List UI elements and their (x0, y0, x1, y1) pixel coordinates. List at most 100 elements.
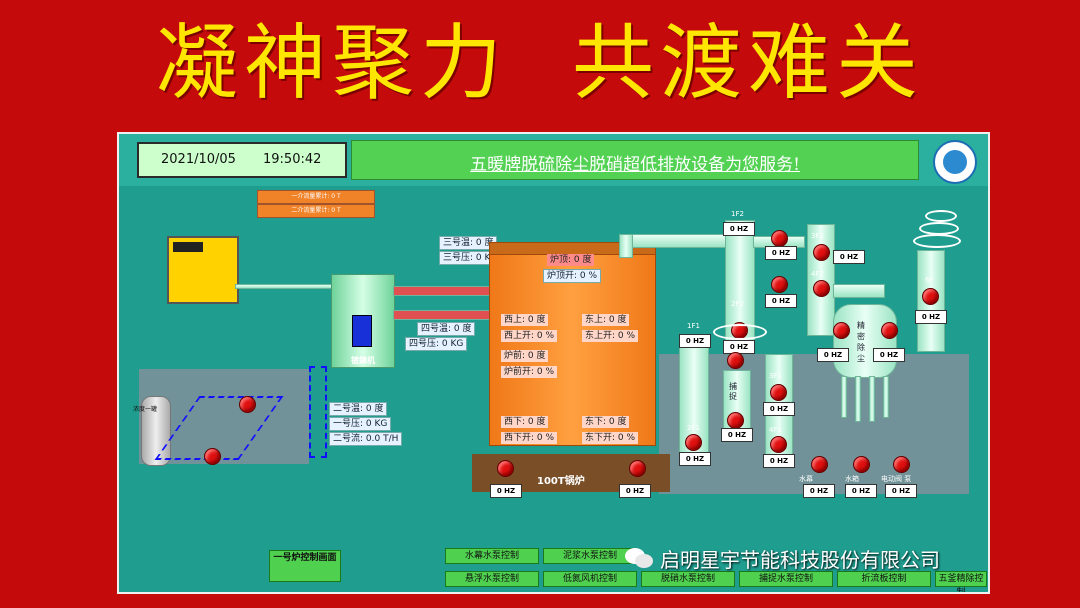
flow-total-1: 一介流量累计: 0 T (257, 190, 375, 204)
hz-readout: 0 HZ (765, 246, 797, 260)
fan-alarm[interactable] (685, 434, 702, 451)
hz-readout: 0 HZ (765, 294, 797, 308)
hz-readout: 0 HZ (723, 222, 755, 236)
pump-label: 电动阀 泵 (881, 475, 912, 483)
fan-alarm[interactable] (813, 280, 830, 297)
fan-alarm[interactable] (881, 322, 898, 339)
watermark: 启明星宇节能科技股份有限公司 (660, 548, 940, 572)
headline: 凝神聚力 共渡难关 (155, 16, 925, 111)
flue-pipe (619, 234, 633, 258)
tower-label: 2F2 (731, 300, 744, 308)
pump-alarm[interactable] (893, 456, 910, 473)
baffle-control-button[interactable]: 折流板控制 (837, 571, 931, 587)
datetime-display: 2021/10/05 19:50:42 (137, 142, 347, 178)
capture-pump-button[interactable]: 捕捉水泵控制 (739, 571, 833, 587)
flue-pipe (393, 286, 491, 296)
east-down-label: 东下: 0 度 (582, 416, 630, 428)
wechat-icon (625, 548, 653, 568)
storage-tank[interactable] (141, 396, 171, 466)
fan-alarm[interactable] (770, 436, 787, 453)
hz-readout: 0 HZ (803, 484, 835, 498)
top-bar: 2021/10/05 19:50:42 五暖牌脱硫除尘脱硝超低排放设备为您服务! (119, 134, 988, 186)
pump-alarm[interactable] (853, 456, 870, 473)
pipe (833, 284, 885, 298)
air-compressor[interactable] (167, 236, 239, 304)
tower-label: 4F1 (769, 426, 782, 434)
hz-readout: 0 HZ (679, 334, 711, 348)
temp2-label: 二号温: 0 度 (329, 402, 388, 416)
precipitator[interactable] (833, 304, 897, 378)
east-down-open-label: 东下开: 0 % (582, 432, 639, 444)
hz-readout: 0 HZ (763, 402, 795, 416)
valve-alarm[interactable] (239, 396, 256, 413)
tower-label: 3F1 (769, 372, 782, 380)
pipe (235, 284, 333, 289)
tower-label: 2F1 (687, 424, 700, 432)
scrubber-unit[interactable] (331, 274, 395, 368)
suspension-pump-button[interactable]: 悬浮水泵控制 (445, 571, 539, 587)
furnace-mid-open-label: 炉前开: 0 % (501, 366, 558, 378)
fan-alarm[interactable] (833, 322, 850, 339)
drain-leg (855, 376, 861, 422)
hz-readout: 0 HZ (490, 484, 522, 498)
fan-alarm[interactable] (922, 288, 939, 305)
temp4-label: 四号温: 0 度 (417, 322, 476, 336)
hz-readout: 0 HZ (873, 348, 905, 362)
pump-label: 水幕 (799, 475, 813, 483)
precipitator-label: 精密除尘 (857, 321, 865, 363)
denitration-pump-button[interactable]: 脱硝水泵控制 (641, 571, 735, 587)
drain-leg (883, 376, 889, 418)
precision-removal-button[interactable]: 五釜精除控制 (935, 571, 987, 592)
west-up-open-label: 西上开: 0 % (501, 330, 558, 342)
east-up-open-label: 东上开: 0 % (582, 330, 639, 342)
service-banner: 五暖牌脱硫除尘脱硝超低排放设备为您服务! (351, 140, 919, 180)
tank-label: 浓度一罐 (133, 406, 158, 413)
tower-label: 4F2 (811, 270, 824, 278)
capture-label: 捕捉 (729, 382, 737, 401)
press4-label: 四号压: 0 KG (405, 337, 468, 351)
boiler1-control-button[interactable]: 一号炉控制画面 (269, 550, 341, 582)
east-up-label: 东上: 0 度 (582, 314, 630, 326)
steam-ring (925, 210, 957, 222)
pump-alarm[interactable] (811, 456, 828, 473)
west-down-label: 西下: 0 度 (501, 416, 549, 428)
scada-screen: 2021/10/05 19:50:42 五暖牌脱硫除尘脱硝超低排放设备为您服务!… (117, 132, 990, 594)
fan-alarm[interactable] (629, 460, 646, 477)
valve-alarm[interactable] (771, 230, 788, 247)
tower-label: 3F2 (811, 232, 824, 240)
fan-alarm[interactable] (727, 412, 744, 429)
tower-label: 6F (925, 276, 934, 284)
water-line (309, 366, 327, 458)
fan-alarm[interactable] (770, 384, 787, 401)
date-text: 2021/10/05 (161, 152, 236, 167)
furnace-top-label: 炉顶: 0 度 (547, 254, 595, 266)
tower-label: 1F1 (687, 322, 700, 330)
fan-alarm[interactable] (727, 352, 744, 369)
slurry-pump-button[interactable]: 泥浆水泵控制 (543, 548, 637, 564)
hz-readout: 0 HZ (817, 348, 849, 362)
flow-total-2: 二介流量累计: 0 T (257, 204, 375, 218)
low-nitrogen-fan-button[interactable]: 低氮风机控制 (543, 571, 637, 587)
flow2-label: 二号流: 0.0 T/H (329, 432, 403, 446)
flue-pipe (393, 310, 491, 320)
valve-alarm[interactable] (204, 448, 221, 465)
fan-alarm[interactable] (497, 460, 514, 477)
banner-text: 五暖牌脱硫除尘脱硝超低排放设备为您服务! (470, 155, 800, 175)
west-up-label: 西上: 0 度 (501, 314, 549, 326)
steam-ring (913, 234, 961, 248)
west-down-open-label: 西下开: 0 % (501, 432, 558, 444)
fan-alarm[interactable] (813, 244, 830, 261)
press1-label: 一号压: 0 KG (329, 417, 392, 431)
furnace-mid-label: 炉前: 0 度 (501, 350, 549, 362)
spray-ring (713, 324, 767, 340)
water-curtain-pump-button[interactable]: 水幕水泵控制 (445, 548, 539, 564)
boiler-label: 100T锅炉 (537, 476, 585, 487)
tower-3f2[interactable] (807, 224, 835, 336)
valve-alarm[interactable] (771, 276, 788, 293)
hz-readout: 0 HZ (679, 452, 711, 466)
drain-leg (841, 376, 847, 418)
hz-readout: 0 HZ (885, 484, 917, 498)
hz-readout: 0 HZ (721, 428, 753, 442)
press3-label: 三号压: 0 KG (439, 251, 502, 265)
hz-readout: 0 HZ (763, 454, 795, 468)
